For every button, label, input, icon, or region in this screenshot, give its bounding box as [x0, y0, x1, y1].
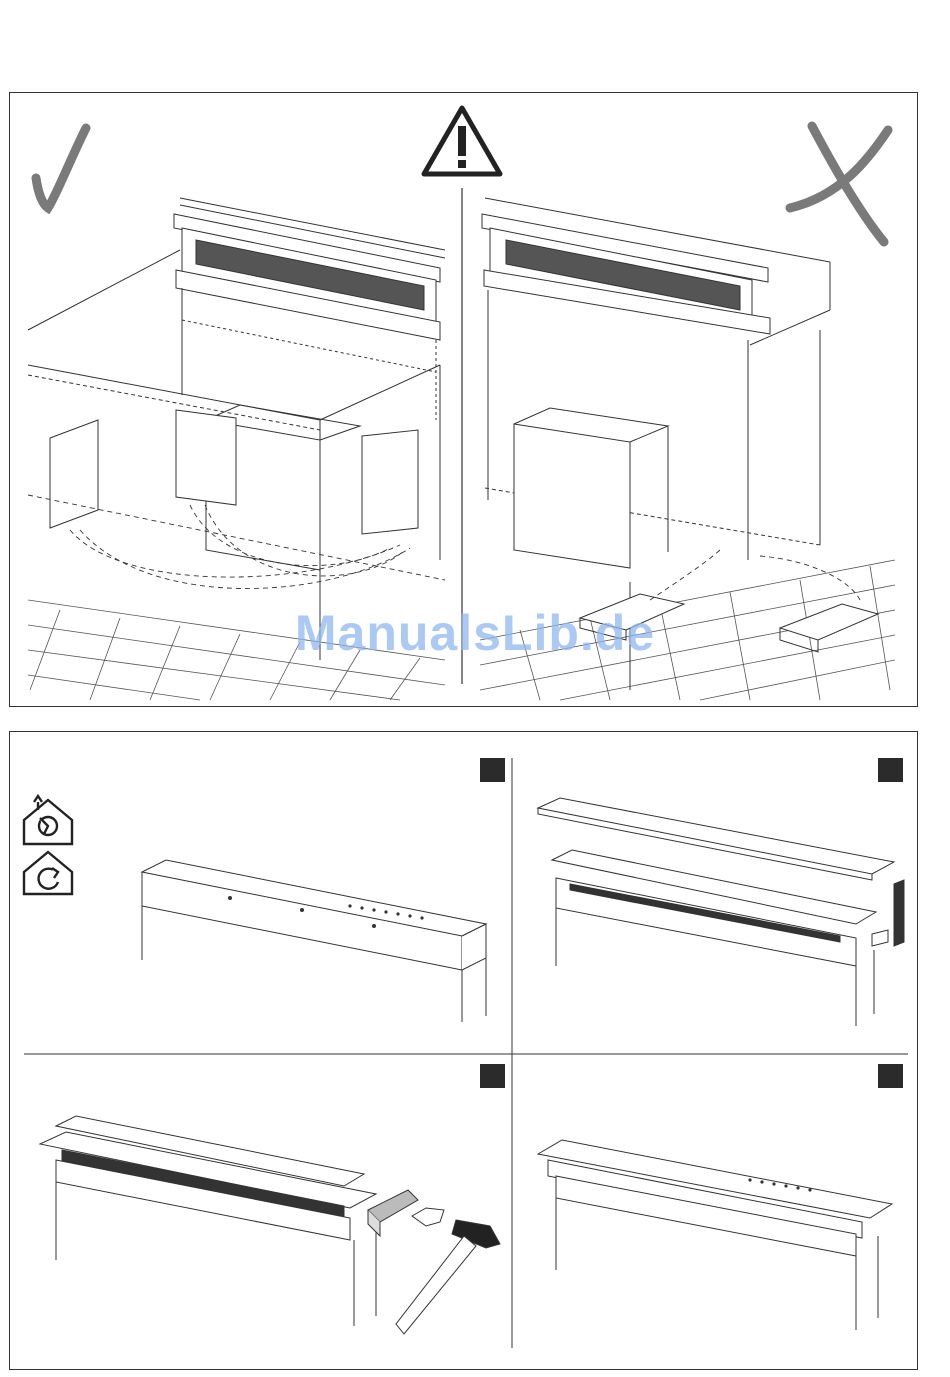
house-recirculation-icon: [24, 852, 72, 894]
warning-triangle-icon: [424, 108, 500, 174]
step-1-box: [480, 758, 505, 782]
step-2-illustration: [538, 798, 904, 1026]
step-4-box: [878, 1064, 903, 1088]
house-extraction-icon: [24, 796, 72, 844]
step-3-box: [480, 1064, 505, 1088]
step-2-box: [878, 758, 903, 782]
step-3-illustration: [40, 1116, 500, 1334]
step-1-illustration: [142, 860, 486, 1022]
step-4-illustration: [538, 1140, 892, 1330]
correct-checkmark-icon: [36, 128, 86, 208]
watermark-text: ManualsLib.de: [0, 604, 950, 662]
wrong-cross-icon: [790, 126, 888, 242]
